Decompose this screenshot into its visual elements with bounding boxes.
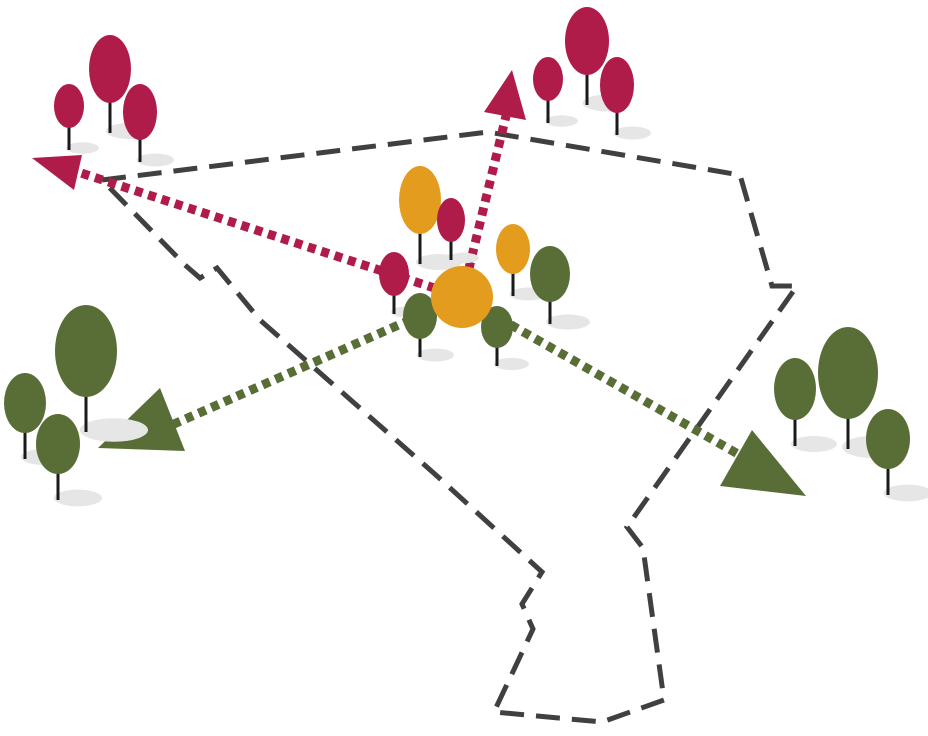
tree-icon [866, 409, 910, 469]
trees-layer [4, 7, 928, 507]
arrow-head-icon [32, 155, 82, 190]
tree-shadow [53, 489, 102, 507]
tree-group-crimson-north [533, 7, 651, 140]
tree [437, 198, 479, 264]
tree-shadow [66, 142, 99, 154]
origin-layer [431, 266, 493, 328]
arrow-crimson-north-shaft [457, 114, 511, 299]
arrow-green-southwest-shaft [163, 292, 464, 433]
arrow-head-icon [484, 70, 526, 120]
tree-icon [379, 252, 409, 296]
tree [533, 57, 578, 127]
tree [481, 306, 529, 371]
arrow-head-icon [720, 430, 806, 496]
dashed-boundary-outline [96, 129, 802, 725]
tree [866, 409, 928, 502]
tree [774, 358, 838, 452]
arrow-crimson-north [457, 70, 526, 299]
tree [123, 84, 174, 167]
tree-icon [89, 35, 131, 103]
tree-shadow [448, 252, 479, 264]
tree [36, 414, 102, 507]
tree [403, 293, 454, 362]
arrows-layer [32, 70, 806, 496]
tree-icon [54, 84, 84, 128]
arrow-crimson-northwest [32, 155, 464, 302]
tree-icon [565, 7, 609, 75]
tree [399, 166, 462, 270]
tree [600, 57, 651, 140]
tree-shadow [613, 126, 651, 140]
arrow-crimson-northwest-shaft [76, 167, 464, 302]
tree-shadow [790, 436, 838, 452]
tree [530, 246, 590, 330]
tree-shadow [79, 418, 148, 442]
tree-icon [496, 224, 530, 274]
tree-group-green-east [774, 327, 928, 502]
tree [55, 305, 148, 442]
tree-shadow [883, 484, 928, 502]
tree-shadow [546, 314, 590, 330]
tree-group-center-mixed [379, 166, 590, 371]
tree-icon [530, 246, 570, 302]
tree-icon [36, 414, 80, 474]
tree-shadow [493, 357, 529, 371]
origin-dot [431, 266, 493, 328]
tree-group-green-west [4, 305, 148, 507]
tree-icon [403, 293, 437, 339]
tree-shadow [136, 153, 174, 167]
tree-icon [600, 57, 634, 113]
tree-icon [399, 166, 441, 234]
tree-shadow [545, 115, 578, 127]
tree-icon [55, 305, 117, 397]
tree-icon [4, 373, 46, 433]
boundary-layer [96, 129, 802, 725]
tree-icon [123, 84, 157, 140]
tree-shadow [416, 348, 454, 362]
tree-icon [481, 306, 513, 348]
tree-icon [774, 358, 816, 420]
tree-icon [533, 57, 563, 101]
tree-icon [437, 198, 465, 242]
tree-group-crimson-northwest [54, 35, 174, 167]
tree [54, 84, 99, 154]
arrow-green-southeast [459, 293, 806, 496]
tree-icon [818, 327, 878, 419]
